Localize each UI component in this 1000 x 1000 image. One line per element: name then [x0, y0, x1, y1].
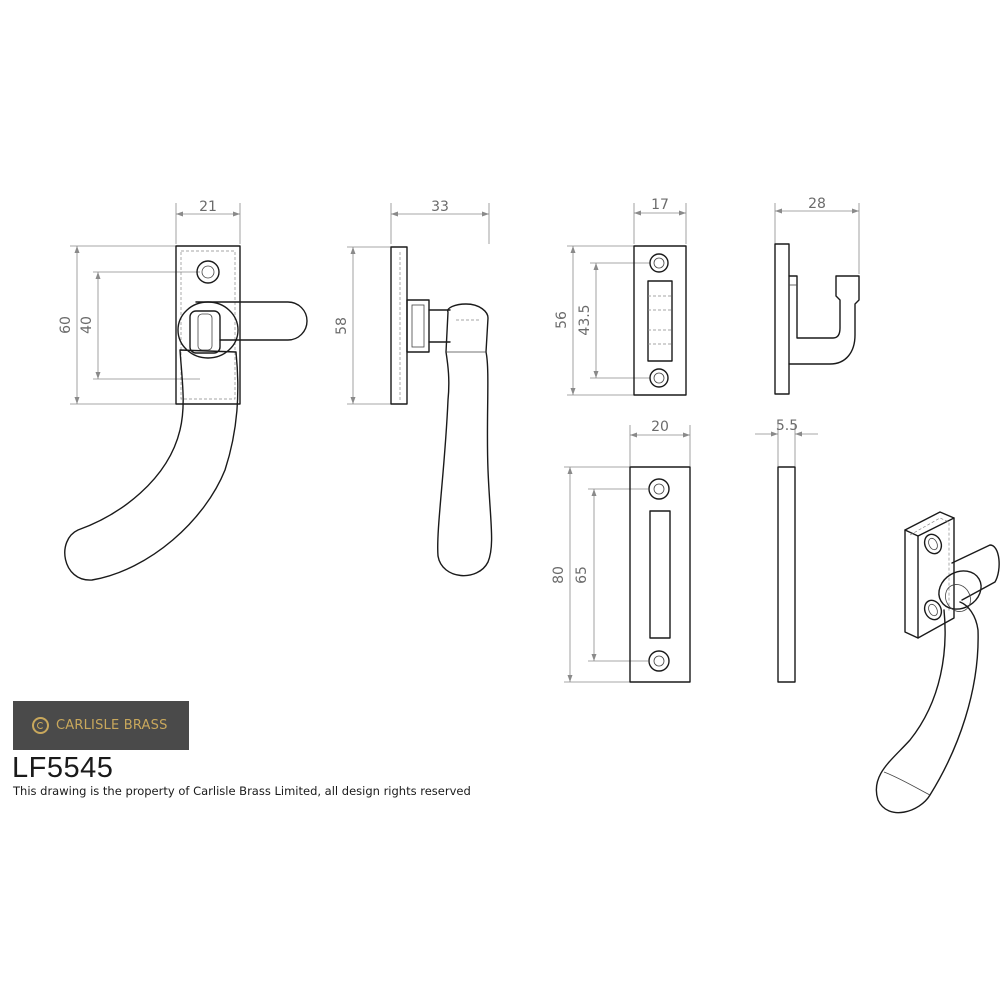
isometric-view: [875, 511, 1000, 814]
copyright-notice: This drawing is the property of Carlisle…: [13, 784, 471, 798]
brand-name: CARLISLE BRASS: [56, 718, 168, 733]
dim-front-height: 60: [58, 316, 74, 334]
keep-front-view: 17 56 43.5: [554, 197, 687, 396]
keep-side-view: 28: [774, 196, 860, 395]
dim-plate-height: 80: [551, 566, 567, 584]
dim-plate-hole-pitch: 65: [574, 566, 590, 584]
side-view: 33 58: [334, 199, 493, 577]
dim-side-depth: 33: [431, 199, 449, 215]
plate-side-view: 5.5: [755, 418, 818, 683]
dim-plate-thickness: 5.5: [776, 418, 798, 434]
dim-keep-side-depth: 28: [808, 196, 826, 212]
carlisle-c-logo-icon: [32, 717, 49, 734]
dim-front-hole-pitch: 40: [79, 316, 95, 334]
dim-front-width: 21: [199, 199, 217, 215]
plate-front-view: 20 80 65: [551, 419, 691, 683]
dim-plate-width: 20: [651, 419, 669, 435]
dim-keep-height: 56: [554, 311, 570, 329]
product-code: LF5545: [12, 752, 114, 784]
brand-logo-panel: CARLISLE BRASS: [13, 701, 189, 750]
front-view: 21 60 40: [58, 199, 308, 581]
dim-keep-width: 17: [651, 197, 669, 213]
dim-side-height: 58: [334, 317, 350, 335]
dim-keep-hole-pitch: 43.5: [577, 304, 593, 335]
